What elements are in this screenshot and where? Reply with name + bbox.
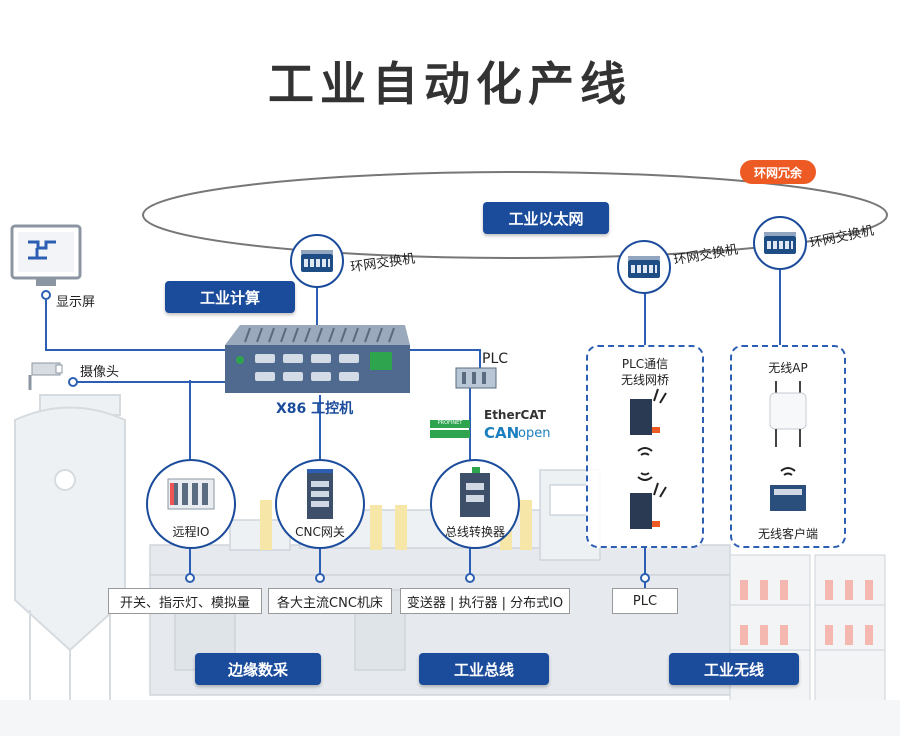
cnc-gateway-label: CNC网关 <box>295 525 345 539</box>
plc-box: PLC <box>612 588 678 614</box>
wireless-bridge-title-1: PLC通信 <box>621 357 669 371</box>
monitor-icon <box>10 224 82 286</box>
ring-redundancy-badge: 环网冗余 <box>740 160 816 184</box>
cnc-gateway-icon <box>307 469 333 519</box>
wireless-bridge-icons <box>630 388 667 529</box>
display-label: 显示屏 <box>56 295 96 310</box>
remote-io-circle: 远程IO <box>146 459 236 549</box>
industrial-wireless-tag: 工业无线 <box>669 653 799 685</box>
switch-lamp-analog-box: 开关、指示灯、模拟量 <box>108 588 262 614</box>
ring-switch-circle-1 <box>290 234 344 288</box>
bus-converter-label: 总线转换器 <box>444 525 505 539</box>
wireless-ap-label: 无线AP <box>768 361 808 375</box>
wireless-bridge-panel: PLC通信 无线网桥 <box>586 345 704 548</box>
cnc-machines-box: 各大主流CNC机床 <box>268 588 392 614</box>
industrial-ethernet-tag: 工业以太网 <box>483 202 609 234</box>
bus-converter-icon <box>460 467 490 517</box>
x86-ipc-label: X86 工控机 <box>276 401 354 417</box>
plc-icon <box>455 367 497 389</box>
wireless-ap-panel: 无线AP 无线客户端 <box>730 345 846 548</box>
profinet-logo <box>430 420 470 438</box>
switch-icon <box>628 256 660 278</box>
page-title: 工业自动化产线 <box>268 57 632 111</box>
plc-label: PLC <box>482 351 509 367</box>
wireless-client-label: 无线客户端 <box>757 527 818 541</box>
switch-icon <box>764 232 796 254</box>
transmitter-actuator-io-box: 变送器 | 执行器 | 分布式IO <box>400 588 570 614</box>
x86-ipc-icon <box>225 325 410 393</box>
ring-switch-circle-3 <box>753 216 807 270</box>
switch-icon <box>301 250 333 272</box>
ethercat-logo: EtherCAT <box>484 408 546 422</box>
cnc-gateway-circle: CNC网关 <box>275 459 365 549</box>
remote-io-icon <box>167 478 215 510</box>
canopen-logo-open: open <box>518 426 551 441</box>
camera-icon <box>28 362 63 390</box>
canopen-logo-can: CAN <box>484 424 520 442</box>
remote-io-label: 远程IO <box>172 525 210 539</box>
fieldbus-tag: 工业总线 <box>419 653 549 685</box>
ring-switch-circle-2 <box>617 240 671 294</box>
wireless-bridge-title-2: 无线网桥 <box>620 373 669 387</box>
bus-converter-circle: 总线转换器 <box>430 459 520 549</box>
industrial-computing-tag: 工业计算 <box>165 281 295 313</box>
wireless-ap-icons <box>769 381 807 511</box>
camera-label: 摄像头 <box>80 365 120 380</box>
edge-data-tag: 边缘数采 <box>195 653 321 685</box>
profinet-logo-text: PROFINET <box>437 420 463 426</box>
